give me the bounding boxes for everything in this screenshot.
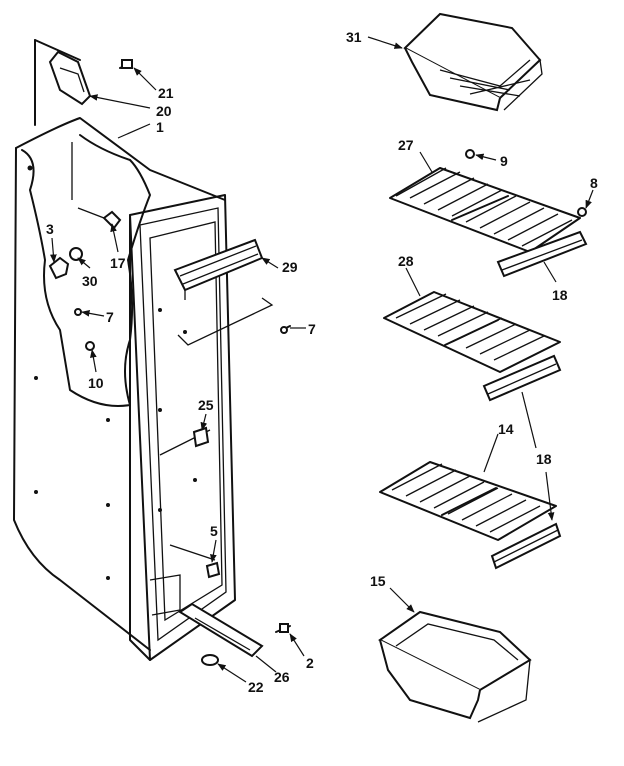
rail-18c	[490, 522, 562, 570]
callout-21: 21	[158, 85, 174, 101]
callout-18-lower: 18	[536, 451, 552, 467]
ice-bin-31	[403, 12, 543, 112]
screw-10	[85, 341, 95, 351]
screw-7a	[74, 308, 82, 316]
callout-25: 25	[198, 397, 214, 413]
callout-7-left: 7	[106, 309, 114, 325]
callout-28: 28	[398, 253, 414, 269]
screw-9	[465, 149, 475, 159]
shelf-27	[389, 167, 581, 253]
callout-14: 14	[498, 421, 514, 437]
callout-20: 20	[156, 103, 172, 119]
callout-3: 3	[46, 221, 54, 237]
freezer-liner	[13, 39, 274, 661]
screw-7b	[280, 325, 291, 334]
callout-labels: 31 21 20 1 27 9 8 18 3 17 30 29 28 7 7 1…	[46, 29, 598, 695]
callout-26: 26	[274, 669, 290, 685]
rail-18a	[496, 230, 588, 278]
callout-18-top: 18	[552, 287, 568, 303]
callout-17: 17	[110, 255, 126, 271]
callout-5: 5	[210, 523, 218, 539]
leader-lines	[50, 36, 594, 683]
callout-10: 10	[88, 375, 104, 391]
shelf-14	[379, 461, 557, 541]
callout-22: 22	[248, 679, 264, 695]
callout-15: 15	[370, 573, 386, 589]
callout-7-right: 7	[308, 321, 316, 337]
screw-2	[275, 623, 291, 633]
part-17	[77, 207, 122, 230]
pan-15	[378, 610, 532, 723]
rail-18b	[482, 354, 562, 402]
callout-29: 29	[282, 259, 298, 275]
part-25	[192, 426, 210, 448]
bracket-26	[178, 602, 264, 658]
bracket-20	[48, 50, 92, 106]
part-30	[69, 247, 83, 261]
callout-2: 2	[306, 655, 314, 671]
screw-21	[119, 59, 133, 69]
rail-29	[173, 238, 264, 300]
callout-8: 8	[590, 175, 598, 191]
part-5	[205, 561, 221, 579]
part-22	[201, 654, 219, 666]
shelf-28	[383, 291, 561, 373]
callout-30: 30	[82, 273, 98, 289]
callout-27: 27	[398, 137, 414, 153]
callout-1: 1	[156, 119, 164, 135]
callout-31: 31	[346, 29, 362, 45]
screw-8	[577, 207, 587, 217]
callout-9: 9	[500, 153, 508, 169]
part-3	[48, 256, 70, 280]
